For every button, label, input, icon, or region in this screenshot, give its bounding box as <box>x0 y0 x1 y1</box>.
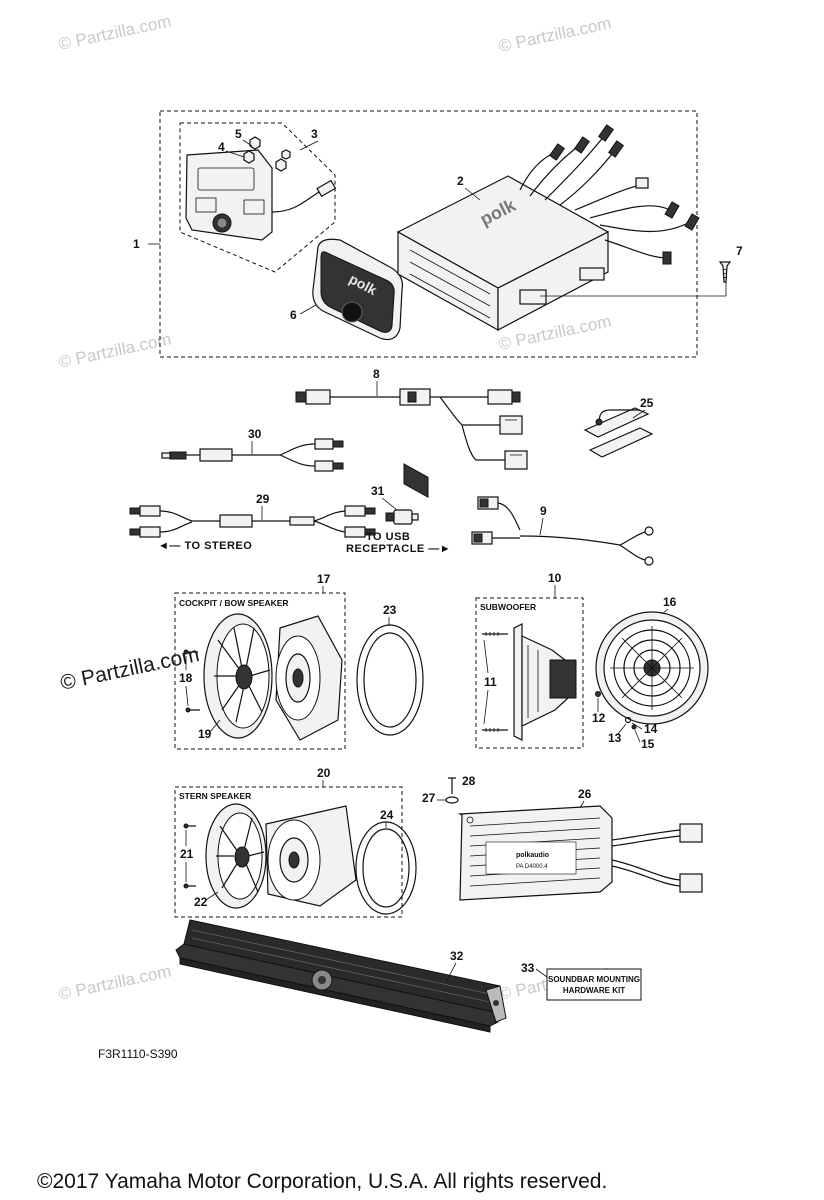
to-usb-label-line2: RECEPTACLE —► <box>346 543 451 555</box>
soundbar-32 <box>175 919 507 1033</box>
callout-32: 32 <box>450 949 464 963</box>
callout-28: 28 <box>462 774 476 788</box>
cockpit-bow-dashed-box <box>174 592 346 750</box>
callout-4: 4 <box>218 140 225 154</box>
callout-31: 31 <box>371 484 385 498</box>
part-25 <box>583 407 654 458</box>
callout-25: 25 <box>640 396 654 410</box>
watermark: © Partzilla.com <box>57 330 173 372</box>
amplifier-26: polkaudio PA D4000.4 <box>457 805 703 901</box>
copyright-notice: ©2017 Yamaha Motor Corporation, U.S.A. A… <box>37 1170 607 1193</box>
callout-6: 6 <box>290 308 297 322</box>
callout-22: 22 <box>194 895 208 909</box>
adapter-31 <box>385 509 419 525</box>
watermark: © Partzilla.com <box>57 962 173 1004</box>
callout-13: 13 <box>608 731 622 745</box>
subwoofer-dashed-box <box>475 597 584 749</box>
stern-box-label: STERN SPEAKER <box>179 791 251 801</box>
callout-29: 29 <box>256 492 270 506</box>
to-stereo-label: ◄— TO STEREO <box>158 540 252 552</box>
callout-2: 2 <box>457 174 464 188</box>
control-head-rear <box>185 149 337 241</box>
callout-21: 21 <box>180 847 194 861</box>
amp-brand: polkaudio <box>516 852 549 859</box>
nuts-4-5 <box>243 136 291 172</box>
gasket-ring-23 <box>356 624 424 736</box>
callout-5: 5 <box>235 127 242 141</box>
stern-speaker-group: STERN SPEAKER 20 21 22 <box>174 766 403 918</box>
harness-9 <box>471 496 654 566</box>
hardware-12-15 <box>595 691 637 730</box>
subwoofer-group: SUBWOOFER 10 11 <box>475 571 584 749</box>
watermark: © Partzilla.com <box>57 12 173 54</box>
screw-7 <box>540 261 732 297</box>
callout-8: 8 <box>373 367 380 381</box>
callout-11: 11 <box>484 675 497 689</box>
callout-19: 19 <box>198 727 212 741</box>
callout-23: 23 <box>383 603 397 617</box>
callout-26: 26 <box>578 787 592 801</box>
callout-16: 16 <box>663 595 677 609</box>
callout-27: 27 <box>422 791 436 805</box>
callout-15: 15 <box>641 737 655 751</box>
rca-cable-30 <box>161 438 344 472</box>
polk-faceplate: polk <box>312 238 404 341</box>
diagram-reference: F3R1110-S390 <box>98 1047 178 1061</box>
callout-14: 14 <box>644 722 658 736</box>
amp-model: PA D4000.4 <box>516 864 548 870</box>
watermark: © Partzilla.com <box>497 14 613 56</box>
polk-receiver: polk <box>396 124 700 499</box>
callout-12: 12 <box>592 711 606 725</box>
hardware-kit-note: SOUNDBAR MOUNTING HARDWARE KIT <box>546 968 642 1001</box>
callout-3: 3 <box>311 127 318 141</box>
callout-10: 10 <box>548 571 562 585</box>
stereo-kit-group: 1 3 5 4 polk <box>133 110 743 499</box>
screw-28-washer-27 <box>445 777 459 804</box>
cockpit-bow-speaker-group: COCKPIT / BOW SPEAKER 17 18 19 <box>174 572 346 750</box>
note-33-line1: SOUNDBAR MOUNTING <box>548 975 640 984</box>
gasket-ring-24 <box>355 821 417 915</box>
harness-8 <box>295 388 528 470</box>
cockpit-bow-box-label: COCKPIT / BOW SPEAKER <box>179 598 289 608</box>
watermark-prominent: © Partzilla.com <box>58 643 201 695</box>
callout-9: 9 <box>540 504 547 518</box>
callout-30: 30 <box>248 427 262 441</box>
callout-24: 24 <box>380 808 394 822</box>
stern-speaker-dashed-box <box>174 786 403 918</box>
callout-17: 17 <box>317 572 331 586</box>
to-usb-label-line1: TO USB <box>366 531 410 543</box>
callout-18: 18 <box>179 671 193 685</box>
control-unit-dashed-box <box>179 122 336 273</box>
callout-7: 7 <box>736 244 743 258</box>
callout-1: 1 <box>133 237 140 251</box>
callout-33: 33 <box>521 961 535 975</box>
subwoofer-front-16 <box>595 611 709 725</box>
callout-20: 20 <box>317 766 331 780</box>
rca-cable-29 <box>129 505 376 538</box>
subwoofer-box-label: SUBWOOFER <box>480 602 536 612</box>
kit-dashed-box <box>159 110 698 358</box>
note-33-line2: HARDWARE KIT <box>563 986 625 995</box>
